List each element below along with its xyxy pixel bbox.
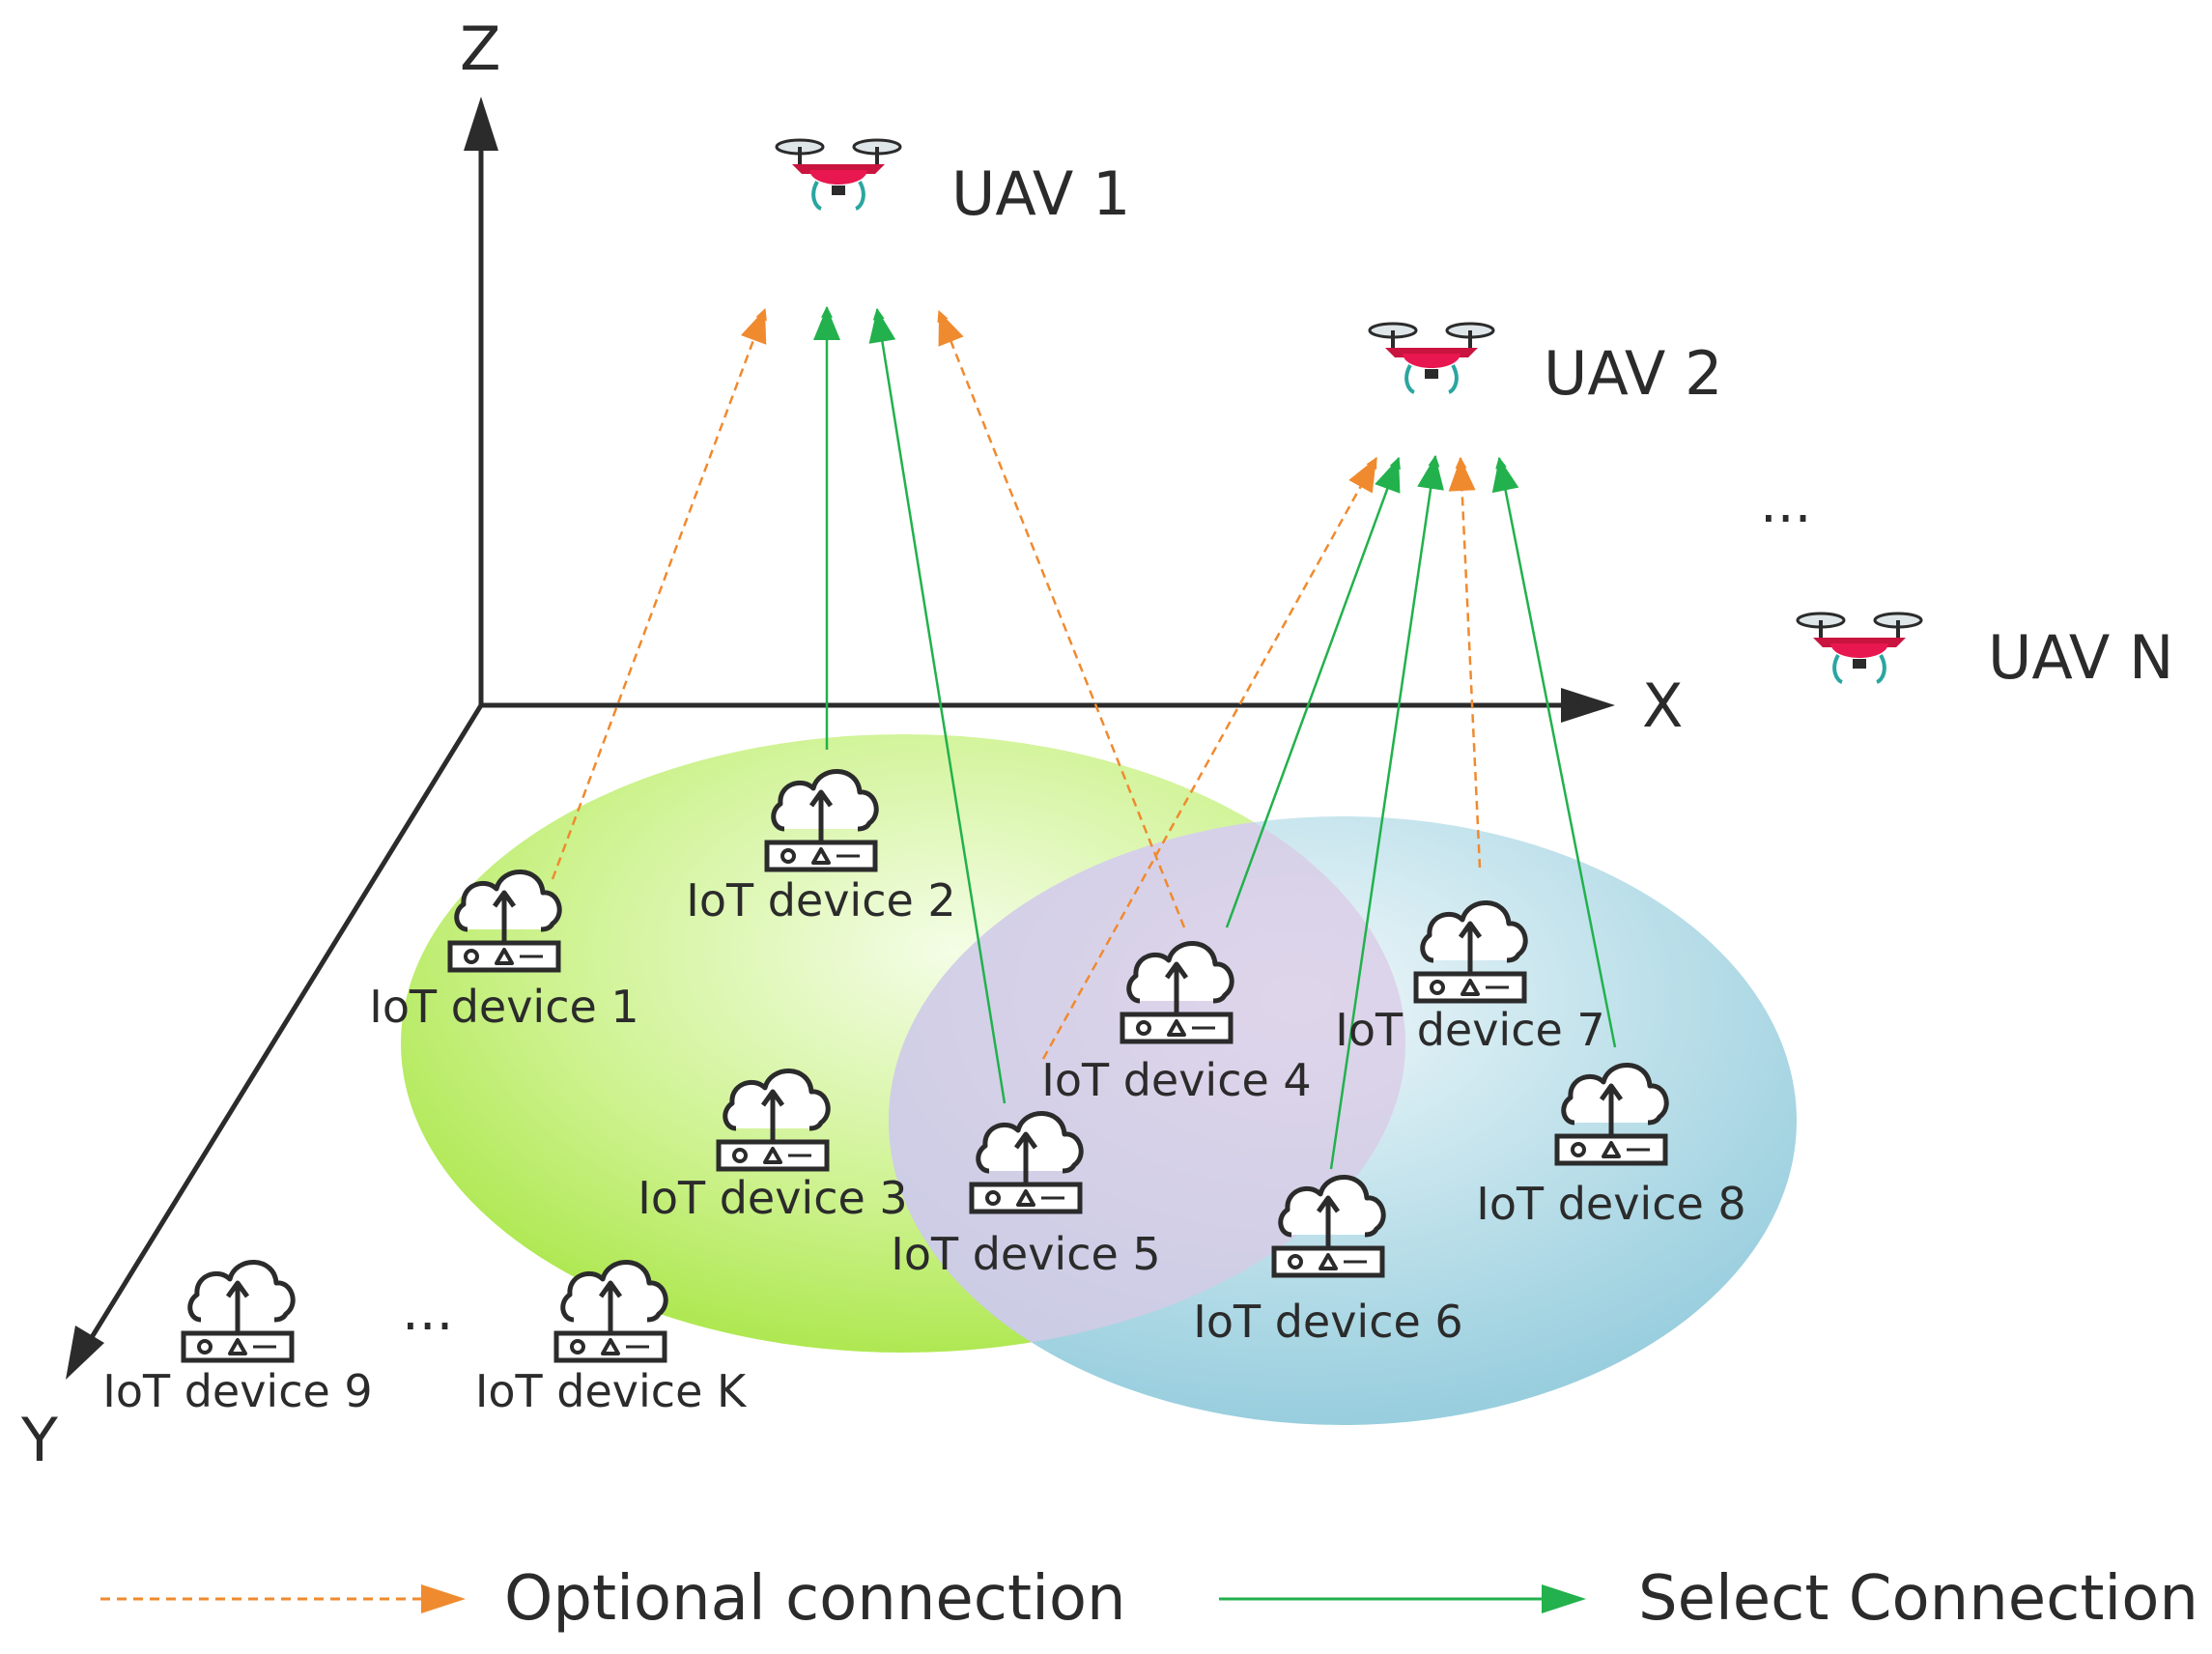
connection-arrowhead [1375,458,1401,494]
uav-ellipsis: ... [1760,472,1811,535]
connection-arrowhead [741,309,767,345]
device-label: IoT device 3 [638,1172,907,1224]
iot-device-7: IoT device 7 [1335,902,1605,1056]
uav-label: UAV 1 [951,158,1130,229]
iot-device-6: IoT device 6 [1193,1177,1463,1348]
device-label: IoT device K [475,1365,748,1417]
coordinate-axes: Z X Y [20,14,1683,1475]
connection-arrowhead [1491,458,1519,494]
legend-optional-label: Optional connection [504,1563,1126,1635]
iot-device-icon [556,1262,666,1360]
uav-label: UAV 2 [1544,338,1722,409]
drone-icon [775,138,902,211]
device-label: IoT device 5 [891,1228,1160,1280]
legend-optional-arrowhead [421,1584,466,1613]
iot-device-k: IoT device K [475,1262,748,1417]
select-connection-d5-uav1 [872,307,1007,1104]
optional-connection-d4-uav1 [937,309,1186,928]
optional-connection-d5-uav2 [1041,456,1378,1060]
x-axis-label: X [1642,670,1683,741]
legend-select-label: Select Connection [1638,1563,2198,1635]
uav-label: UAV N [1988,622,2173,693]
connection-lines [551,305,1617,1170]
coverage-overlap [889,816,1405,1353]
device-ellipsis: ... [402,1280,453,1343]
select-connection-d7-uav2 [1495,456,1617,1048]
uav-2: UAV 2 [1368,322,1722,409]
x-axis-arrowhead [1561,688,1615,723]
iot-device-5: IoT device 5 [891,1113,1161,1280]
device-label: IoT device 9 [102,1365,372,1417]
optional-connection-d7-uav2 [1455,456,1482,869]
iot-device-3: IoT device 3 [638,1070,908,1224]
uav-n: UAV N [1796,612,2173,693]
device-label: IoT device 7 [1335,1004,1604,1056]
drone-icon [1796,612,1923,684]
y-axis [78,703,484,1356]
select-connection-d6-uav2 [1329,454,1440,1170]
iot-device-4: IoT device 4 [1041,943,1312,1106]
device-label: IoT device 1 [369,981,638,1033]
y-axis-arrowhead [66,1326,104,1380]
device-label: IoT device 6 [1193,1296,1462,1348]
select-connection-d4-uav2 [1225,456,1401,928]
legend-select-arrowhead [1542,1584,1586,1613]
connection-arrowhead [1448,458,1476,492]
iot-device-1: IoT device 1 [369,871,639,1033]
connection-arrowhead [1417,456,1444,491]
z-axis-label: Z [460,14,500,84]
legend: Optional connection Select Connection [100,1563,2198,1635]
iot-device-8: IoT device 8 [1476,1065,1746,1230]
connection-arrowhead [938,311,964,347]
z-axis-arrowhead [464,97,498,151]
iot-device-2: IoT device 2 [686,771,956,927]
drone-icon [1368,322,1495,394]
y-axis-label: Y [20,1405,58,1475]
connection-arrowhead [1348,458,1376,494]
iot-device-icon [184,1262,293,1360]
iot-device-icon [450,871,559,970]
connection-arrowhead [868,309,896,344]
iot-device-9: IoT device 9 [102,1262,373,1417]
uav-1: UAV 1 [775,138,1130,229]
device-label: IoT device 8 [1476,1178,1745,1230]
device-label: IoT device 2 [686,874,955,927]
device-label: IoT device 4 [1041,1054,1311,1106]
connection-arrowhead [813,307,840,340]
